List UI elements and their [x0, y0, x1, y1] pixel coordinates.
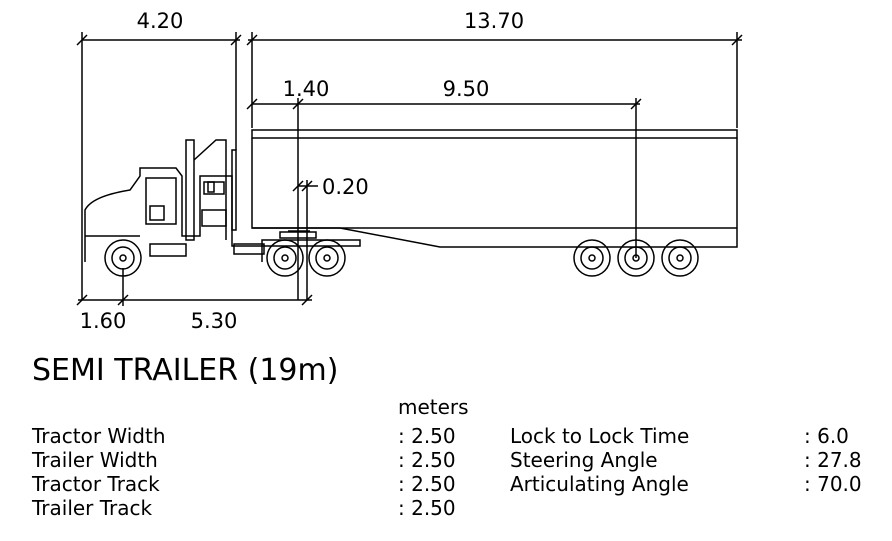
- tractor-cab: [84, 139, 361, 262]
- wheels: [104, 239, 699, 277]
- spec-label: Trailer Track: [31, 496, 153, 520]
- trailer-wheel-3: [661, 239, 699, 277]
- diagram-title: SEMI TRAILER (19m): [32, 353, 338, 388]
- trailer-wheel-1: [573, 239, 611, 277]
- dim-1-40: 1.40: [283, 77, 330, 101]
- dim-1-60: 1.60: [80, 309, 127, 333]
- spec-value: : 70.0: [804, 472, 862, 496]
- front-wheel: [104, 239, 142, 277]
- drive-wheel-2: [308, 239, 346, 277]
- spec-label: Tractor Width: [31, 424, 166, 448]
- dim-9-50: 9.50: [443, 77, 490, 101]
- spec-label: Tractor Track: [31, 472, 160, 496]
- spec-label: Trailer Width: [31, 448, 158, 472]
- spec-label: Articulating Angle: [510, 472, 689, 496]
- dim-13-70: 13.70: [464, 9, 524, 33]
- spec-value: : 6.0: [804, 424, 849, 448]
- trailer-body: [251, 129, 738, 248]
- spec-label: Lock to Lock Time: [510, 424, 689, 448]
- trailer-wheel-2: [617, 239, 655, 277]
- spec-value: : 27.8: [804, 448, 862, 472]
- spec-value: : 2.50: [398, 496, 456, 520]
- drive-wheel-1: [266, 239, 304, 277]
- spec-value: : 2.50: [398, 472, 456, 496]
- spec-value: : 2.50: [398, 448, 456, 472]
- units-label: meters: [398, 395, 469, 419]
- spec-value: : 2.50: [398, 424, 456, 448]
- dim-5-30: 5.30: [191, 309, 238, 333]
- dim-0-20: 0.20: [322, 175, 369, 199]
- spec-label: Steering Angle: [510, 448, 658, 472]
- dim-4-20: 4.20: [137, 9, 184, 33]
